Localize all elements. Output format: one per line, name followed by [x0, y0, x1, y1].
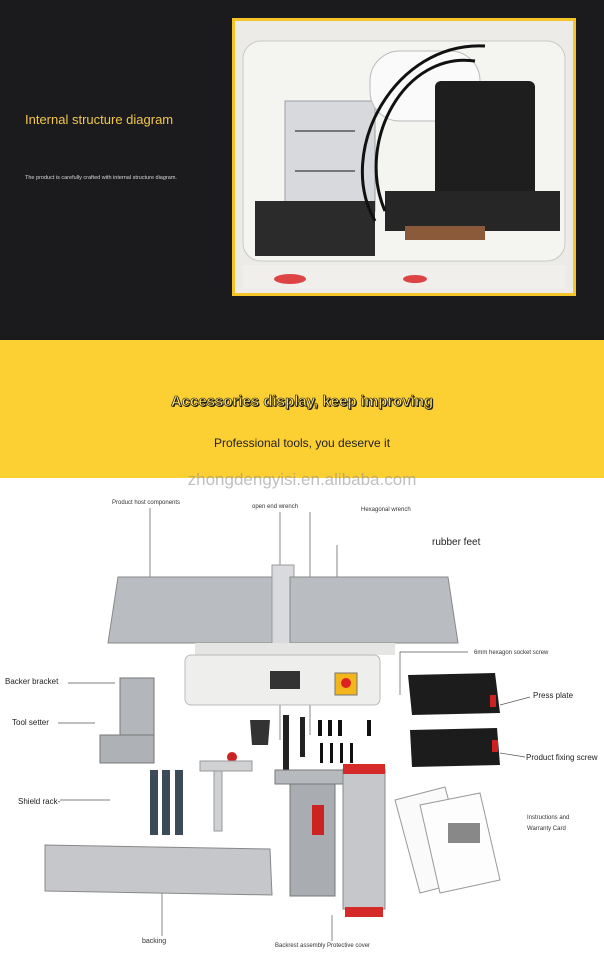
wrench-icon	[283, 715, 305, 775]
accessories-diagram	[44, 508, 531, 941]
watermark: zhongdengyisi.en.alibaba.com	[187, 470, 417, 489]
section-subtext: The product is carefully crafted with in…	[25, 175, 177, 181]
accessories-title: Accessories display, keep improving	[170, 393, 434, 411]
internal-structure-photo	[232, 18, 576, 296]
label-shield-rack: Shield rack-	[18, 797, 61, 806]
press-plate-icon	[408, 673, 500, 767]
section-heading: Internal structure diagram	[25, 112, 174, 127]
label-hexagonal-wrench: Hexagonal wrench	[361, 507, 411, 513]
label-instructions: Instructions and	[527, 815, 570, 821]
label-host-components: Product host components	[112, 500, 181, 506]
label-backing: backing	[142, 938, 167, 945]
label-press-plate: Press plate	[533, 691, 574, 700]
label-open-end-wrench: open end wrench	[252, 504, 299, 510]
label-backer-bracket: Backer bracket	[5, 677, 59, 686]
label-fixing-screw: Product fixing screw	[526, 753, 598, 762]
label-warranty-card: Warranty Card	[527, 826, 566, 832]
accessories-banner	[0, 340, 604, 478]
manual-icon	[394, 786, 501, 894]
label-rubber-feet: rubber feet	[432, 537, 481, 548]
label-tool-setter: Tool setter	[12, 718, 49, 727]
label-backrest-cover: Backrest assembly Protective cover	[275, 943, 371, 949]
label-hex-socket-screw: 6mm hexagon socket screw	[474, 650, 549, 656]
planer-icon	[107, 564, 459, 706]
screw-icon	[318, 720, 371, 763]
motor-icon	[235, 21, 573, 293]
accessories-subtitle: Professional tools, you deserve it	[213, 436, 391, 450]
